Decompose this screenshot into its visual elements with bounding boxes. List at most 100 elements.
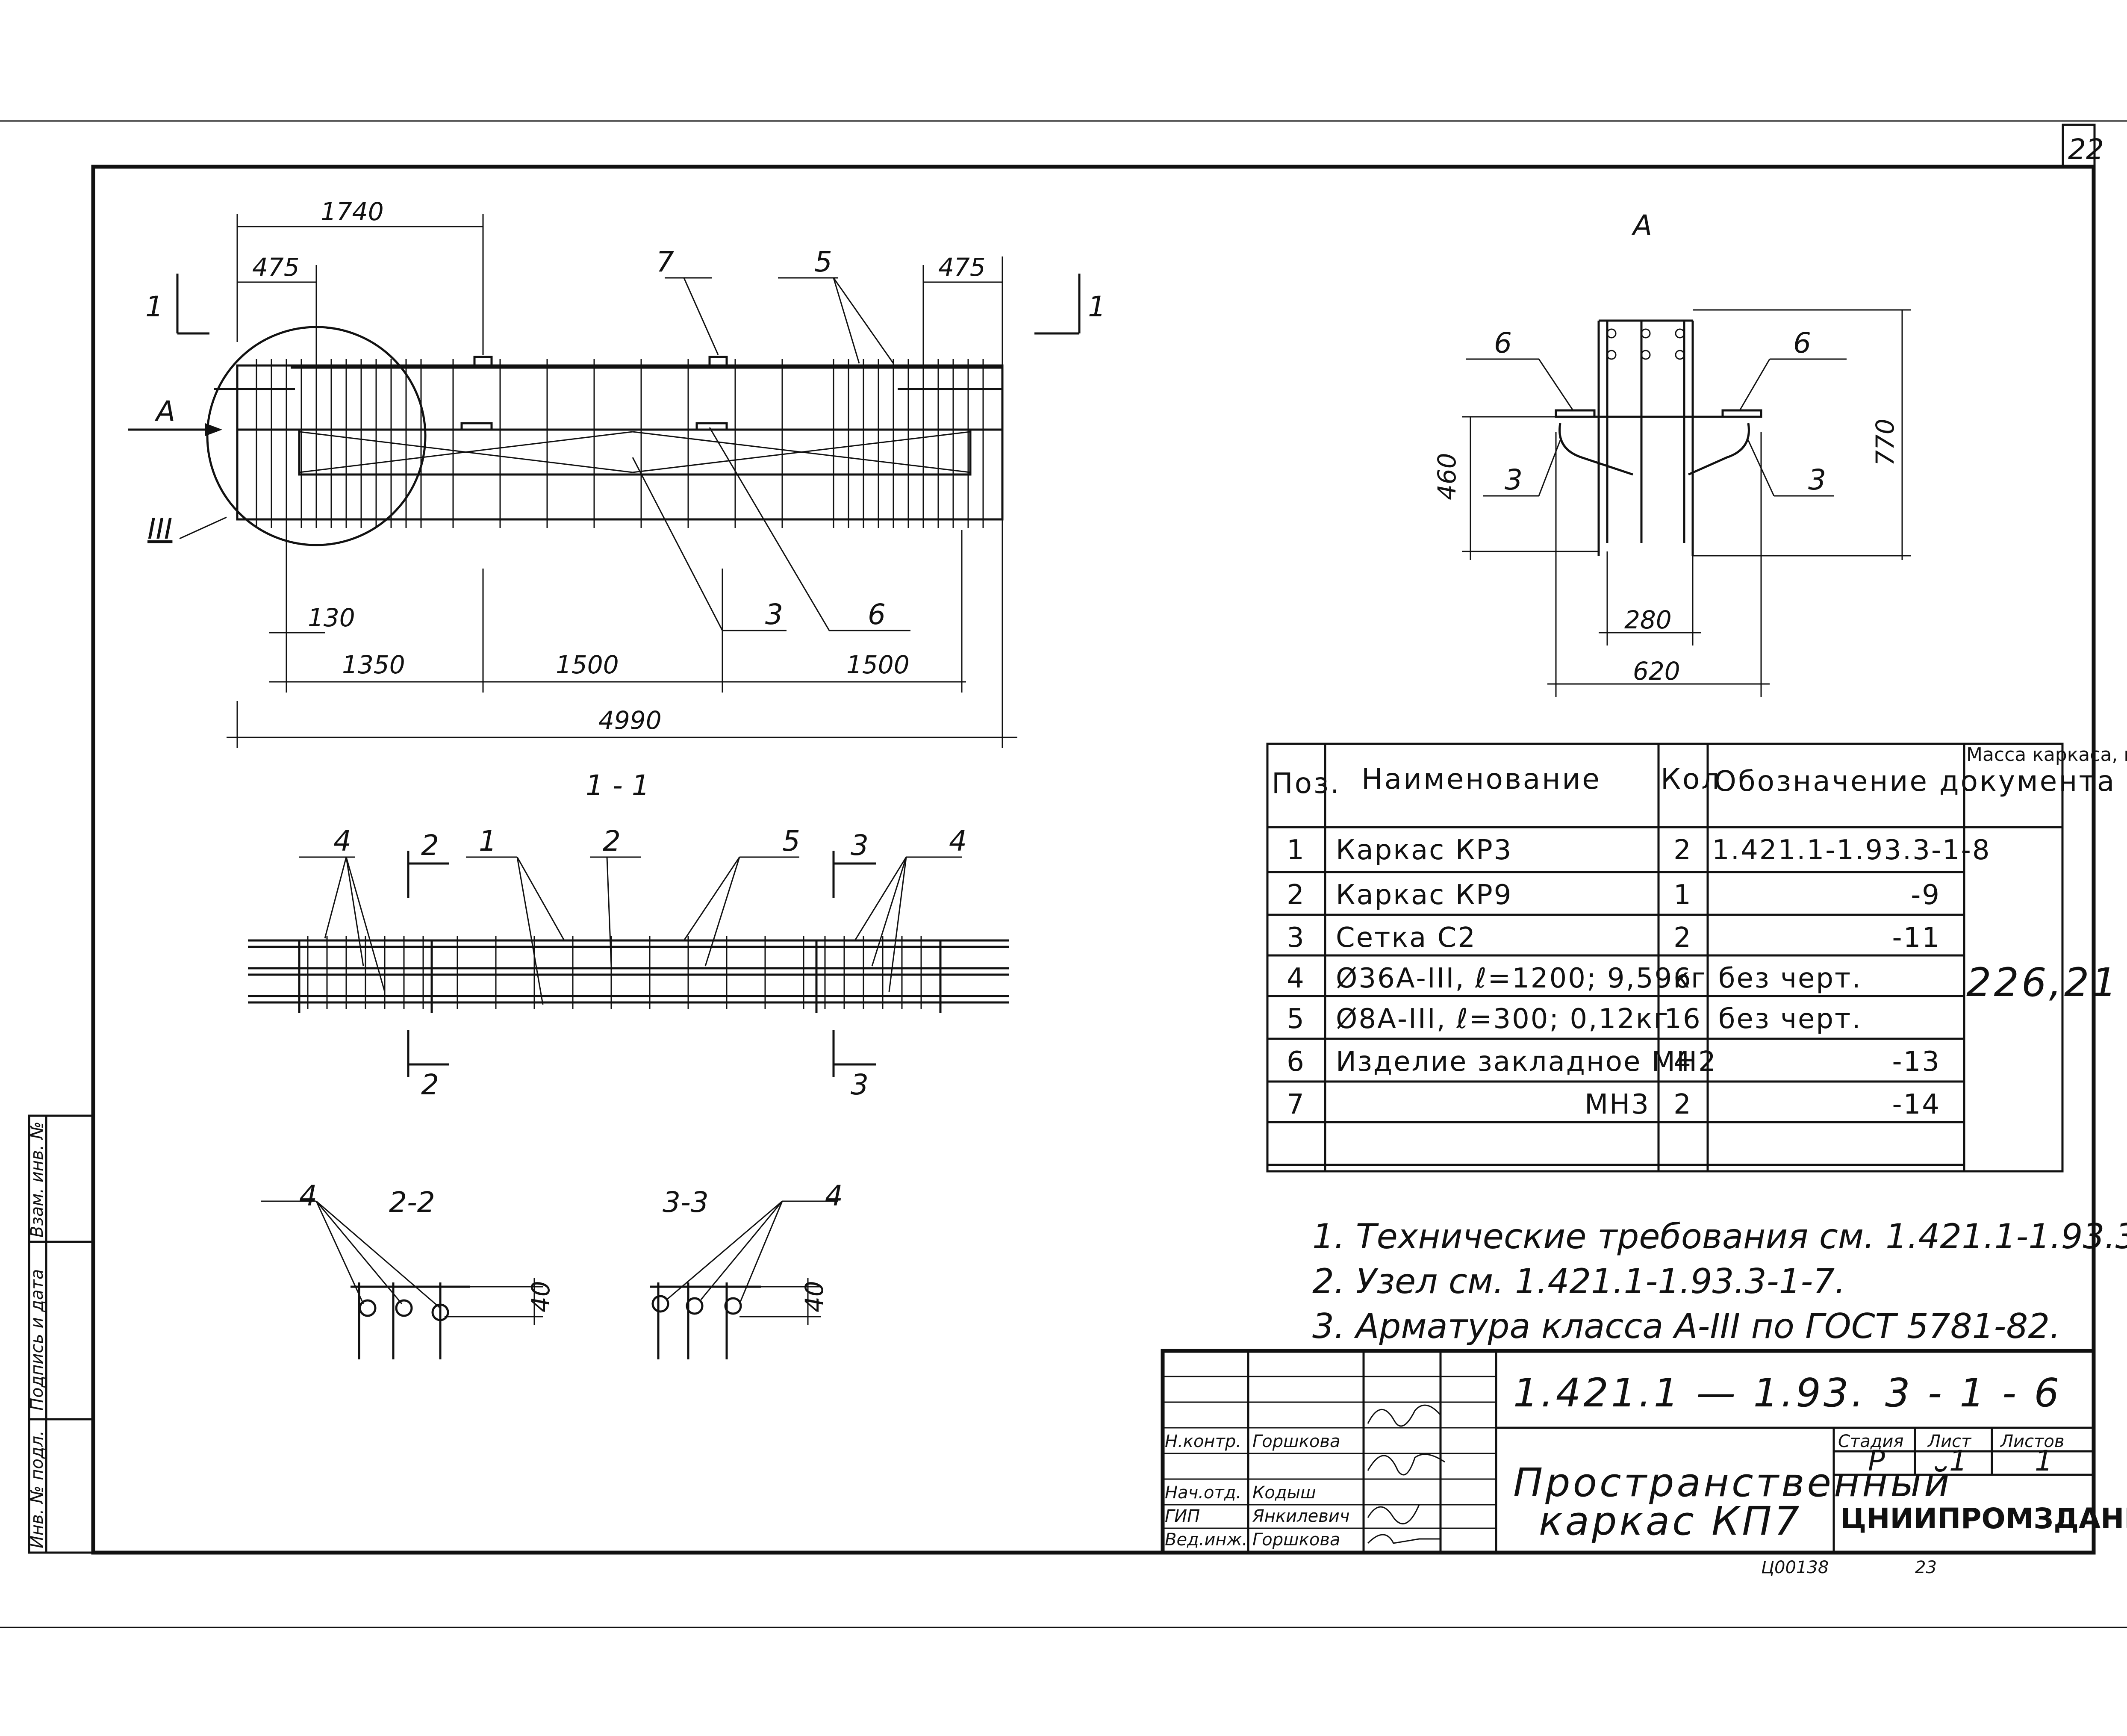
dim-620: 620 [1633,657,1680,686]
spec-row-name: Ø8А-III, ℓ=300; 0,12кг [1336,1003,1669,1035]
view-a-callout-6-left: 6 [1494,327,1512,360]
section-callout-2: 2 [603,825,621,858]
spec-row-qty: 4 [1673,1046,1692,1078]
view-a-callout-3-right: 3 [1808,463,1826,496]
spec-row-pos: 7 [1287,1089,1305,1120]
spec-row-qty: 1 [1673,879,1692,911]
dim-4990: 4990 [598,706,662,735]
tb-role-1: Н.контр. [1165,1432,1241,1451]
tb-stage-header: Стадия [1838,1432,1903,1451]
section-2-2-title: 2-2 [389,1186,435,1219]
tb-code: 1.421.1 — 1.93. [1513,1370,1866,1416]
th-pos: Поз. [1272,767,1341,800]
spec-row-name: Сетка С2 [1336,922,1476,954]
tb-archive-page: 23 [1915,1558,1937,1577]
side-stamp-inv: Инв. № подл. [27,1430,47,1548]
spec-row-doc: без черт. [1718,1003,1862,1035]
tb-name-1: Горшкова [1252,1432,1340,1451]
callout-3: 3 [765,598,783,631]
view-a-title: А [1631,209,1652,242]
dim-280: 280 [1624,605,1672,634]
spec-row-pos: 3 [1287,922,1305,954]
cut-3-bottom: 3 [851,1068,869,1101]
spec-row-pos: 4 [1287,963,1305,994]
frame: 22 [0,120,2127,1628]
tb-title-1: Пространственный [1513,1460,1952,1506]
dim-1350: 1350 [342,650,405,679]
spec-row-doc: -9 [1911,879,1941,911]
th-name: Наименование [1361,763,1601,796]
callout-7: 7 [656,245,674,278]
tb-name-4: Горшкова [1252,1530,1340,1550]
spec-row-pos: 5 [1287,1003,1305,1035]
note-1: 1. Технические требования см. 1.421.1-1.… [1312,1217,2127,1256]
cut-3-top: 3 [851,829,869,862]
elevation-view: 1740 475 475 1 1 [128,197,1106,748]
tb-name-3: Янкилевич [1252,1506,1349,1526]
spec-row-pos: 2 [1287,879,1305,911]
tb-role-4: Вед.инж. [1165,1530,1247,1550]
section-callout-5: 5 [782,825,800,858]
view-a-arrow-label: А [154,395,175,428]
spec-row-name: Каркас КР9 [1336,879,1512,911]
spec-row-doc: -11 [1892,922,1941,954]
tb-role-2: Нач.отд. [1165,1483,1241,1503]
section-3-3-title: 3-3 [663,1186,709,1219]
section-3-3: 3-3 4 40 [650,1179,843,1359]
tb-sheet: 1 [1949,1444,1967,1477]
section-2-2: 2-2 4 40 [261,1179,555,1359]
title-block: 1.421.1 — 1.93. 3 - 1 - 6 Пространственн… [1161,1349,2127,1577]
spec-row-doc: без черт. [1718,963,1862,994]
section-2-2-callout: 4 [299,1179,317,1212]
th-doc: Обозначение документа [1714,765,2116,798]
spec-mass: 226,21 [1966,960,2119,1005]
spec-row-qty: 2 [1673,922,1692,954]
spec-row-name: МН3 [1585,1089,1650,1120]
dim-770: 770 [1871,419,1900,466]
note-2: 2. Узел см. 1.421.1-1.93.3-1-7. [1312,1261,1846,1301]
spec-row-pos: 1 [1287,834,1305,866]
dim-475-right: 475 [938,253,986,282]
spec-row-name: Ø36А-III, ℓ=1200; 9,59кг [1336,963,1707,994]
side-stamp: Инв. № подл. Подпись и дата Взам. инв. № [27,1114,94,1554]
cut-2-top: 2 [421,829,439,862]
dim-460: 460 [1432,453,1461,500]
section-1-1: 1 - 1 2 2 3 3 4 1 2 [248,769,1009,1101]
tb-title-2: каркас КП7 [1539,1498,1802,1544]
side-stamp-replace: Взам. инв. № [27,1121,47,1238]
dim-1740: 1740 [321,197,384,226]
dim-1500-a: 1500 [556,650,619,679]
tb-archive: Ц00138 [1761,1558,1829,1577]
th-doc-text: Обозначение документа [1714,765,2116,798]
spec-row-doc: -13 [1892,1046,1941,1078]
sheet-number: 22 [2068,133,2104,166]
tb-sheet-header: Лист [1927,1432,1972,1451]
spec-row-doc: 1.421.1-1.93.3-1-8 [1712,834,1991,866]
th-mass: Масса каркаса, кг [1966,744,2127,766]
section-1-1-rods [307,936,922,1009]
notes: 1. Технические требования см. 1.421.1-1.… [1312,1217,2127,1346]
side-stamp-sign: Подпись и дата [27,1269,47,1411]
section-2-2-dim: 40 [526,1281,555,1312]
spec-row-qty: 2 [1673,834,1692,866]
signatures [1367,1404,1445,1544]
section-callout-1: 1 [479,825,497,858]
callout-6: 6 [868,598,886,631]
spec-row-qty: 2 [1673,1089,1692,1120]
tb-sheet-code: 3 - 1 - 6 [1885,1370,2062,1416]
view-a-callout-3-left: 3 [1505,463,1523,496]
spec-row-qty: 6 [1673,963,1692,994]
spec-row-name: Изделие закладное МН2 [1336,1046,1717,1078]
spec-row-pos: 6 [1287,1046,1305,1078]
tb-role-3: ГИП [1165,1506,1200,1526]
spec-table: Поз. Наименование Кол Обозначение докуме… [1266,743,2127,1173]
section-3-3-callout: 4 [825,1179,843,1212]
section-callout-4-left: 4 [333,825,351,858]
tb-sheets-header: Листов [2000,1432,2064,1451]
view-a-callout-6-right: 6 [1793,327,1811,360]
cut-2-bottom: 2 [421,1068,439,1101]
tb-org: ЦНИИПРОМЗДАНИЙ [1840,1502,2127,1535]
section-1-1-title: 1 - 1 [586,769,650,802]
elevation-rods [256,359,984,528]
